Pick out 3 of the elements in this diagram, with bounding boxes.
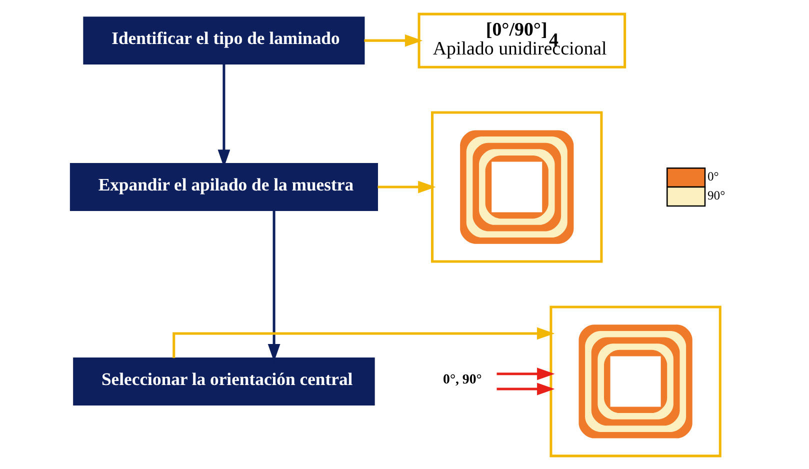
legend-label: 90° (708, 188, 726, 202)
node-text: 0°, 90° (443, 372, 482, 388)
legend-label: 0° (708, 169, 719, 184)
